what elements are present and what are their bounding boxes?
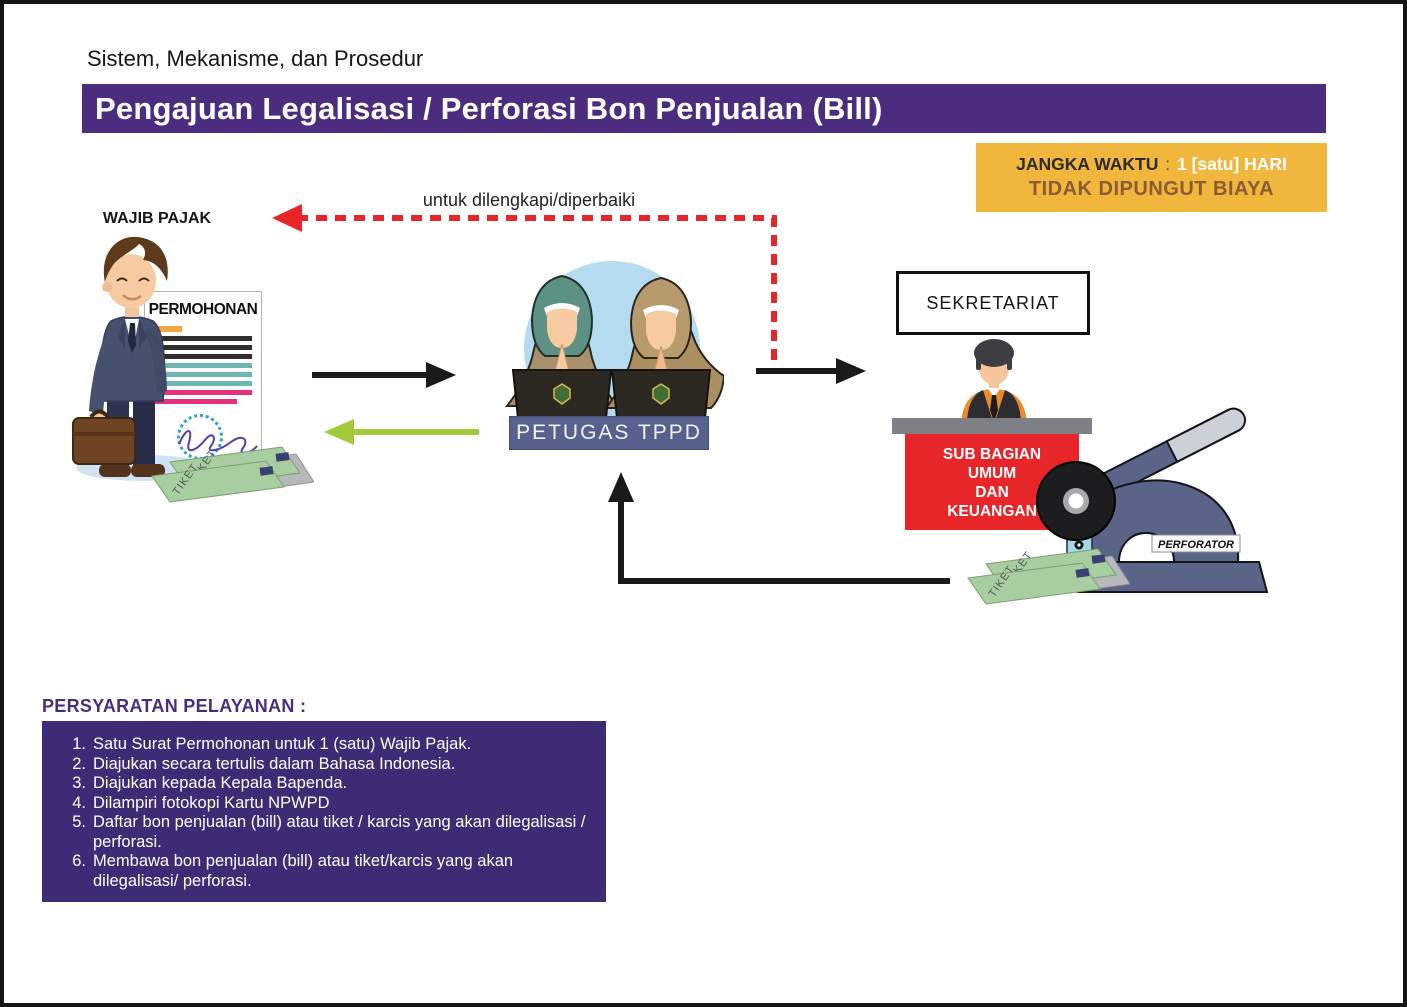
requirement-number: 2. xyxy=(72,754,86,773)
duration-line: JANGKA WAKTU : 1 [satu] HARI xyxy=(976,154,1327,175)
duration-value: 1 [satu] HARI xyxy=(1177,154,1287,174)
document-line xyxy=(162,363,252,368)
arrow-taxpayer-to-officer xyxy=(312,362,456,388)
desk-top xyxy=(892,418,1092,434)
document-line xyxy=(154,381,252,386)
fee-notice: TIDAK DIPUNGUT BIAYA xyxy=(1028,178,1275,200)
requirement-item: 3. Diajukan kepada Kepala Bapenda. xyxy=(62,774,588,794)
signature-icon xyxy=(178,430,258,454)
arrow-officer-to-taxpayer-green xyxy=(324,419,479,445)
perforator-label: PERFORATOR xyxy=(1158,539,1234,551)
document-line xyxy=(162,336,252,341)
laptop-icon xyxy=(610,369,712,419)
requirement-item: 4. Dilampiri fotokopi Kartu NPWPD xyxy=(62,794,588,814)
hair xyxy=(103,236,168,283)
requirement-item: 6. Membawa bon penjualan (bill) atau tik… xyxy=(62,852,588,891)
duration-label: JANGKA WAKTU xyxy=(1016,154,1159,174)
document-line xyxy=(154,326,182,332)
requirement-number: 6. xyxy=(72,852,86,870)
taxpayer-tickets: TIKET TIKET xyxy=(151,446,314,503)
officer-figures xyxy=(504,274,724,419)
desk-line: DAN xyxy=(975,484,1009,501)
document-line xyxy=(154,354,252,359)
secretariat-label: SEKRETARIAT xyxy=(926,292,1060,313)
page-title: Pengajuan Legalisasi / Perforasi Bon Pen… xyxy=(95,90,883,126)
requirement-item: 5. Daftar bon penjualan (bill) atau tike… xyxy=(62,813,588,852)
secretariat-box: SEKRETARIAT xyxy=(896,271,1090,335)
desk-line: UMUM xyxy=(967,465,1017,482)
desk-line: KEUANGAN xyxy=(947,503,1037,520)
arrow-officer-to-secretariat xyxy=(756,358,866,384)
laptop-icon xyxy=(511,369,613,419)
officer-banner: PETUGAS TPPD xyxy=(509,416,709,450)
requirement-item: 1. Satu Surat Permohonan untuk 1 (satu) … xyxy=(62,735,588,755)
return-note-label: untuk dilengkapi/diperbaiki xyxy=(422,190,636,210)
officer-banner-label: PETUGAS TPPD xyxy=(516,421,702,444)
document-line xyxy=(154,372,252,377)
perforator-tickets: TIKET TIKET xyxy=(967,548,1130,605)
document-line xyxy=(154,399,237,404)
requirement-text: Daftar bon penjualan (bill) atau tiket /… xyxy=(93,813,586,851)
requirements-heading: PERSYARATAN PELAYANAN : xyxy=(42,696,307,716)
hair xyxy=(974,339,1014,367)
requirement-text: Diajukan kepada Kepala Bapenda. xyxy=(93,774,348,792)
perforator-machine: PERFORATOR xyxy=(1036,407,1269,593)
document-line xyxy=(154,345,252,350)
requirement-number: 1. xyxy=(72,735,86,753)
requirement-text: Satu Surat Permohonan untuk 1 (satu) Waj… xyxy=(93,735,472,753)
requirement-text: Membawa bon penjualan (bill) atau tiket/… xyxy=(93,852,514,890)
briefcase-icon xyxy=(72,409,136,465)
requirement-text: Diajukan secara tertulis dalam Bahasa In… xyxy=(93,754,456,773)
taxpayer-label: WAJIB PAJAK xyxy=(102,210,212,227)
document-title: PERMOHONAN xyxy=(148,301,258,318)
requirement-number: 5. xyxy=(72,813,86,831)
document-line xyxy=(162,390,252,395)
requirement-number: 3. xyxy=(72,774,86,792)
requirements-box: 1. Satu Surat Permohonan untuk 1 (satu) … xyxy=(42,721,606,902)
desk-line: SUB BAGIAN xyxy=(942,446,1042,463)
arrow-perforator-to-officer xyxy=(608,472,950,584)
title-banner: Pengajuan Legalisasi / Perforasi Bon Pen… xyxy=(82,84,1326,133)
duration-separator: : xyxy=(1165,154,1171,174)
super-title: Sistem, Mekanisme, dan Prosedur xyxy=(87,46,424,71)
duration-info-box: JANGKA WAKTU : 1 [satu] HARI TIDAK DIPUN… xyxy=(976,143,1327,212)
requirement-text: Dilampiri fotokopi Kartu NPWPD xyxy=(93,793,330,812)
requirement-number: 4. xyxy=(72,793,86,812)
receptionist-figure xyxy=(961,339,1027,427)
requirement-item: 2. Diajukan secara tertulis dalam Bahasa… xyxy=(62,755,588,775)
